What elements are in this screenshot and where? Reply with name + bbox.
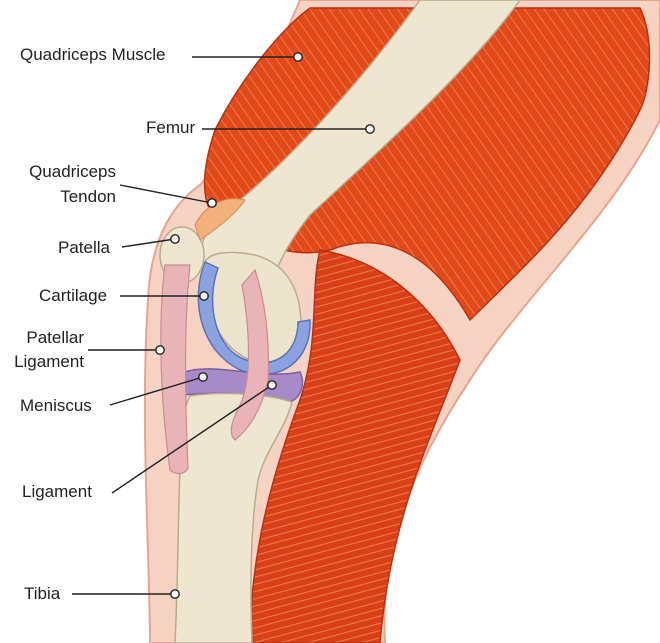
label-meniscus: Meniscus <box>20 396 92 415</box>
label-patellar-ligament-line2: Ligament <box>14 352 84 371</box>
cartilage <box>197 260 311 376</box>
label-quadriceps-tendon-line1: Quadriceps <box>29 162 116 181</box>
quadriceps-muscle <box>203 7 651 322</box>
label-patella: Patella <box>58 238 110 257</box>
collateral-ligament <box>230 268 270 441</box>
label-cartilage: Cartilage <box>39 286 108 305</box>
leader-dots <box>155 52 375 599</box>
label-quadriceps-tendon-line2: Tendon <box>60 187 116 206</box>
quadriceps-tendon <box>194 198 246 241</box>
label-quadriceps-muscle: Quadriceps Muscle <box>20 45 166 64</box>
leader-lines <box>72 56 370 595</box>
label-ligament: Ligament <box>22 482 92 501</box>
label-tibia: Tibia <box>24 584 61 603</box>
label-patellar-ligament-line1: Patellar <box>26 328 84 347</box>
label-femur: Femur <box>146 118 196 137</box>
